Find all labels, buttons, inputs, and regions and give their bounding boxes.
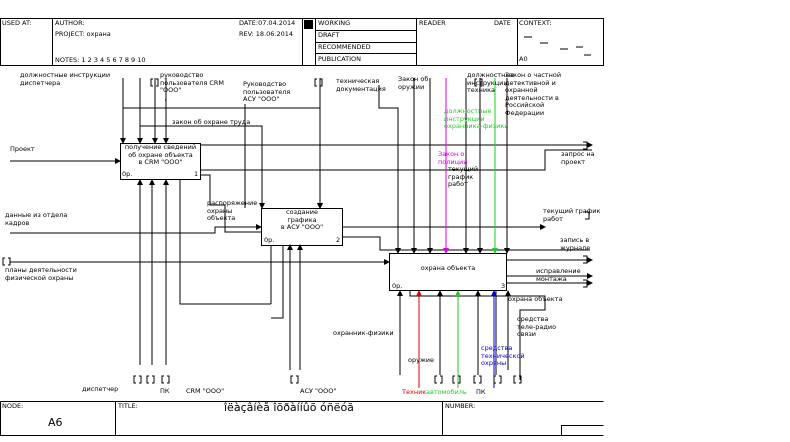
label-guard-order: распоряжение охраны объекта bbox=[207, 199, 258, 222]
label-hr-data: данные из отдела кадров bbox=[5, 211, 68, 227]
context-label: CONTEXT: bbox=[519, 19, 552, 27]
working-marker bbox=[304, 20, 313, 29]
header-frame bbox=[0, 18, 604, 66]
title-value: îëàçâíèå îõðàííûõ óñëóã bbox=[224, 401, 354, 414]
label-physical-guards: охранник-физики bbox=[333, 329, 394, 337]
box-1-title: получение сведений об охране объекта в C… bbox=[124, 143, 197, 166]
label-weapon: оружие bbox=[408, 356, 435, 364]
box-3-title: охрана объекта bbox=[420, 264, 476, 272]
label-tech-instructions: должностные инструкции техника bbox=[467, 71, 515, 94]
label-journal-entry: запись в журнале bbox=[560, 236, 591, 252]
footer-frame bbox=[0, 401, 604, 436]
label-tech-security-means: средства технической охраны bbox=[481, 344, 525, 367]
label-weapon-law: Закон об оружии bbox=[398, 75, 429, 91]
label-dispatcher: диспетчер bbox=[82, 385, 119, 393]
rev-label: REV: 18.06.2014 bbox=[239, 30, 294, 38]
box-3-frame bbox=[389, 253, 507, 291]
notes-label: NOTES: 1 2 3 4 5 6 7 8 9 10 bbox=[55, 56, 146, 64]
number-label: NUMBER: bbox=[445, 402, 476, 410]
label-current-schedule-in: текущий график работ bbox=[448, 165, 479, 188]
label-installation-fix: исправление монтажа bbox=[536, 267, 581, 283]
label-radio-means: средства теле-радио связи bbox=[517, 315, 557, 338]
label-detective-law: Закон о частной детективной и охранной д… bbox=[505, 71, 562, 117]
status-recommended: RECOMMENDED bbox=[318, 43, 371, 51]
label-crm-manual: руководство пользователя CRM "ООО" bbox=[160, 71, 225, 94]
node-value: A6 bbox=[48, 416, 63, 429]
date-label: DATE:07.04.2014 bbox=[239, 19, 296, 27]
used-at-label: USED AT: bbox=[2, 19, 32, 27]
box-1-number: 1 bbox=[194, 170, 199, 178]
title-label: TITLE: bbox=[118, 402, 138, 410]
box-2-number: 2 bbox=[336, 236, 341, 244]
label-dispatcher-instructions: должностные инструкции диспетчера bbox=[20, 71, 111, 87]
reader-label: READER bbox=[419, 19, 446, 27]
label-current-schedule-out: текущий график работ bbox=[543, 207, 601, 223]
box-1-cost: 0р. bbox=[122, 170, 133, 178]
box-1-frame bbox=[120, 143, 201, 180]
project-label: PROJECT: охрана bbox=[55, 30, 111, 38]
box-2-cost: 0р. bbox=[264, 236, 275, 244]
reader-date-label: DATE bbox=[494, 19, 511, 27]
label-car: автомобиль bbox=[426, 388, 467, 396]
label-pc-2: ПК bbox=[476, 388, 486, 396]
label-police-law: Закон о полиции bbox=[438, 150, 468, 166]
label-project: Проект bbox=[10, 145, 35, 153]
box-3-number: 3 bbox=[501, 282, 506, 290]
label-asu-manual: Руководство пользователя АСУ "ООО" bbox=[243, 80, 291, 103]
label-guard-instructions: должностные инструкции охранника-физики bbox=[444, 107, 509, 130]
arrows bbox=[10, 78, 593, 380]
label-asu: АСУ "ООО" bbox=[300, 387, 337, 395]
author-label: AUTHOR: bbox=[55, 19, 85, 27]
label-labor-law: закон об охране труда bbox=[172, 118, 251, 126]
label-object-guarding: охрана объекта bbox=[508, 295, 563, 303]
box-3-cost: 0р. bbox=[392, 282, 403, 290]
label-physical-guard-plans: планы деятельности физической охраны bbox=[5, 266, 77, 282]
tunnel-brackets bbox=[2, 78, 590, 384]
status-publication: PUBLICATION bbox=[318, 55, 362, 63]
label-crm: CRM "ООО" bbox=[186, 387, 225, 395]
status-draft: DRAFT bbox=[318, 31, 340, 39]
label-tech-docs: техническая документация bbox=[336, 77, 386, 93]
context-node: A0 bbox=[519, 55, 528, 63]
label-technician: Техник bbox=[402, 388, 427, 396]
node-label: NODE: bbox=[2, 402, 24, 410]
context-thumbnail bbox=[524, 36, 591, 56]
label-project-request: запрос на проект bbox=[561, 150, 595, 166]
status-working: WORKING bbox=[318, 19, 351, 27]
label-pc-1: ПК bbox=[160, 387, 170, 395]
box-2-title: создание графика в АСУ "ООО" bbox=[280, 208, 324, 231]
